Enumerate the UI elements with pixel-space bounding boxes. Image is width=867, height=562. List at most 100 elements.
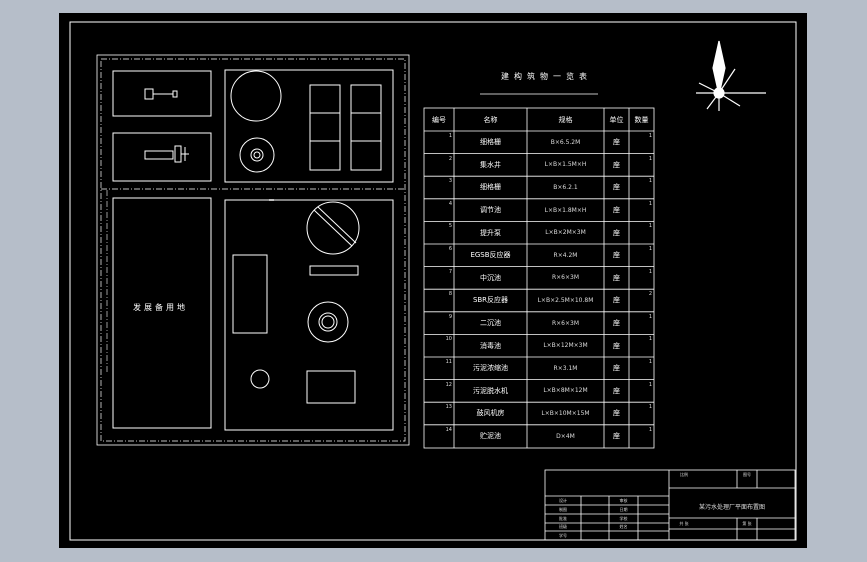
sludge-dewatering-house bbox=[232, 254, 268, 334]
table-cell-no: 8 bbox=[448, 291, 452, 298]
table-cell-spec: B×6.5.2M bbox=[550, 138, 581, 146]
tb-id-label: 学号 bbox=[559, 532, 567, 538]
table-cell-spec: L×B×1.5M×H bbox=[544, 161, 587, 169]
disinfection-tank bbox=[309, 265, 359, 276]
table-cell-name: SBR反应器 bbox=[472, 296, 509, 305]
table-cell-spec: R×6×3M bbox=[551, 319, 580, 327]
sbr-reactor-1 bbox=[309, 84, 341, 171]
table-cell-spec: B×6.2.1 bbox=[553, 183, 578, 191]
sbr-reactor-2 bbox=[350, 84, 382, 171]
table-cell-name: 细格栅 bbox=[480, 138, 501, 147]
site-boundary bbox=[96, 54, 410, 446]
table-cell-unit: 座 bbox=[613, 183, 620, 192]
header-unit: 单位 bbox=[609, 115, 624, 124]
intermediate-clarifier-center bbox=[253, 151, 261, 159]
tb-class-label: 班级 bbox=[559, 524, 567, 529]
table-cell-spec: L×B×8M×12M bbox=[543, 387, 588, 395]
table-title: 建构筑物一览表 bbox=[501, 72, 592, 81]
table-cell-no: 4 bbox=[448, 200, 452, 207]
table-cell-qty: 1 bbox=[648, 336, 652, 343]
table-cell-unit: 座 bbox=[613, 432, 620, 441]
table-cell-qty: 2 bbox=[648, 291, 652, 298]
header-name: 名称 bbox=[483, 115, 498, 124]
table-cell-name: 集水井 bbox=[480, 160, 501, 169]
header-spec: 规格 bbox=[558, 115, 573, 124]
secondary-clarifier bbox=[306, 201, 360, 255]
block-fine-screen bbox=[112, 70, 212, 117]
tb-total-label: 共 张 bbox=[679, 520, 689, 526]
structure-table-grid bbox=[423, 107, 655, 449]
blower-room bbox=[306, 370, 356, 404]
tb-design-label: 设计 bbox=[559, 497, 567, 503]
table-cell-name: 二沉池 bbox=[480, 319, 501, 328]
drawing-name: 某污水处理厂平面布置图 bbox=[698, 503, 765, 511]
table-cell-qty: 1 bbox=[648, 200, 652, 207]
table-cell-no: 14 bbox=[445, 426, 452, 433]
header-qty: 数量 bbox=[634, 115, 649, 124]
table-cell-name: 调节池 bbox=[480, 206, 501, 215]
block-reserve-area bbox=[112, 197, 212, 429]
table-cell-unit: 座 bbox=[613, 206, 620, 215]
table-cell-qty: 1 bbox=[648, 133, 652, 139]
table-cell-unit: 座 bbox=[613, 138, 620, 147]
reserve-area-label: 发展备用地 bbox=[133, 303, 188, 312]
table-cell-unit: 座 bbox=[613, 160, 620, 169]
tb-sheet-label: 图号 bbox=[743, 471, 751, 477]
block-coarse-screen bbox=[112, 132, 212, 182]
table-cell-unit: 座 bbox=[613, 364, 620, 373]
site-road-line bbox=[100, 58, 406, 442]
table-cell-unit: 座 bbox=[613, 409, 620, 418]
table-cell-unit: 座 bbox=[613, 341, 620, 350]
table-cell-name: 提升泵 bbox=[480, 228, 501, 237]
table-cell-spec: D×4M bbox=[556, 432, 575, 440]
table-cell-no: 2 bbox=[448, 155, 452, 162]
table-cell-no: 3 bbox=[448, 178, 452, 185]
egsb-reactor bbox=[230, 70, 282, 122]
table-cell-qty: 1 bbox=[648, 155, 652, 162]
table-cell-name: 鼓风机房 bbox=[476, 409, 505, 418]
table-cell-qty: 1 bbox=[648, 178, 652, 185]
tb-name-label: 姓名 bbox=[619, 524, 628, 529]
table-row-lines bbox=[424, 130, 654, 426]
table-cell-no: 5 bbox=[448, 223, 452, 230]
table-cell-qty: 1 bbox=[648, 404, 652, 411]
table-cell-unit: 座 bbox=[613, 319, 620, 328]
site-plan bbox=[96, 54, 410, 446]
table-cell-qty: 1 bbox=[648, 313, 652, 320]
tb-draw-label: 制图 bbox=[559, 506, 567, 512]
tb-page-label: 第 张 bbox=[742, 520, 752, 526]
table-cell-spec: L×B×1.8M×H bbox=[544, 206, 587, 214]
table-cell-unit: 座 bbox=[613, 386, 620, 395]
table-cell-no: 9 bbox=[448, 313, 452, 320]
sludge-thickener-core bbox=[321, 315, 335, 329]
block-lower-right bbox=[224, 199, 394, 431]
table-cell-no: 11 bbox=[445, 359, 452, 365]
block-upper-right bbox=[224, 69, 394, 183]
sludge-storage-tank bbox=[250, 369, 270, 389]
tb-scale-label: 比例 bbox=[680, 471, 688, 477]
outer-frame bbox=[69, 21, 797, 541]
north-arrow-icon bbox=[696, 40, 766, 111]
table-cell-no: 13 bbox=[445, 404, 452, 411]
table-cell-name: 消毒池 bbox=[480, 341, 501, 350]
table-cell-spec: R×4.2M bbox=[553, 251, 578, 259]
screen-symbol-2 bbox=[144, 145, 189, 163]
table-cell-unit: 座 bbox=[613, 228, 620, 237]
table-cell-name: 细格栅 bbox=[480, 183, 501, 192]
sludge-thickener bbox=[307, 301, 349, 343]
table-cell-name: EGSB反应器 bbox=[470, 251, 511, 260]
table-cell-no: 10 bbox=[445, 336, 452, 343]
table-cell-spec: R×6×3M bbox=[551, 274, 580, 282]
table-cell-spec: L×B×10M×15M bbox=[541, 409, 590, 417]
table-cell-qty: 1 bbox=[648, 246, 652, 252]
sludge-thickener-ring bbox=[318, 312, 338, 332]
table-cell-name: 中沉池 bbox=[480, 273, 501, 282]
table-cell-name: 贮泥池 bbox=[480, 432, 501, 441]
drawing-canvas bbox=[69, 21, 797, 541]
screen-symbol-1 bbox=[144, 88, 178, 100]
tb-school-label: 学校 bbox=[619, 515, 628, 521]
table-cell-unit: 座 bbox=[613, 251, 620, 260]
table-cell-no: 1 bbox=[448, 133, 452, 139]
table-cell-qty: 1 bbox=[648, 359, 652, 365]
